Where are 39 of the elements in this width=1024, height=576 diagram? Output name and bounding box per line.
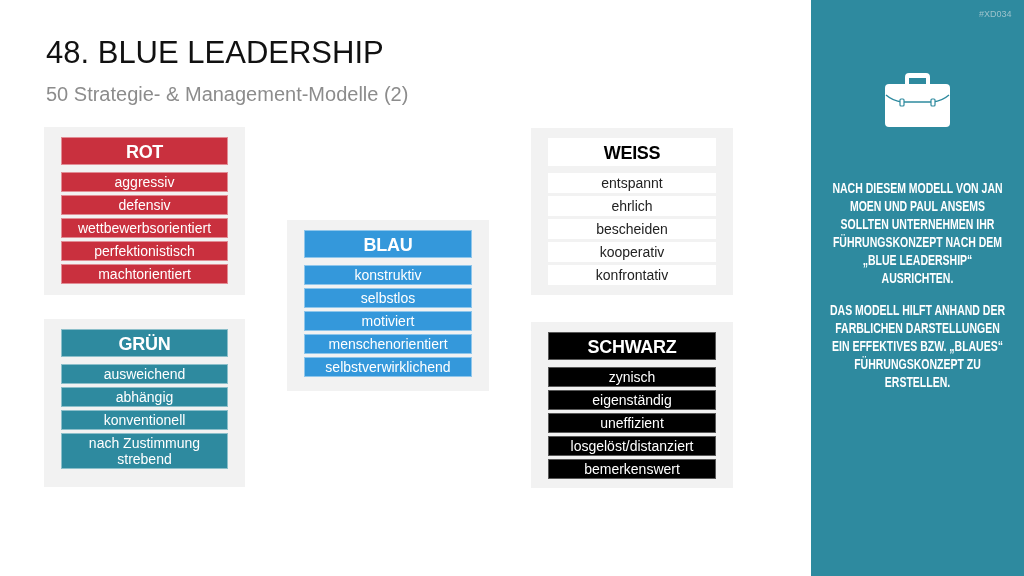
sidebar-panel xyxy=(811,0,1024,576)
heading-bar: BLAU xyxy=(304,230,472,258)
description-paragraph: DAS MODELL HILFT ANHAND DER FARBLICHEN DARSTELLUNGEN EIN EFFEKTIVES BZW. „BLAUES“ FÜHRUNGSKONZEPT ZU ERSTELLEN. xyxy=(829,301,1006,391)
slide-code: #XD034 xyxy=(979,9,1012,20)
trait-bar: motiviert xyxy=(304,311,472,331)
trait-bar: kooperativ xyxy=(548,242,716,262)
heading-bar: SCHWARZ xyxy=(548,332,716,360)
trait-bar: entspannt xyxy=(548,173,716,193)
trait-bar: konventionell xyxy=(61,410,228,430)
trait-bar: aggressiv xyxy=(61,172,228,192)
group-panel xyxy=(44,319,245,487)
slide-title: 48. BLUE LEADERSHIP xyxy=(46,35,384,71)
heading-bar: WEISS xyxy=(548,138,716,166)
trait-bar: ausweichend xyxy=(61,364,228,384)
trait-bar: ehrlich xyxy=(548,196,716,216)
trait-bar: selbstverwirklichend xyxy=(304,357,472,377)
trait-bar: eigenständig xyxy=(548,390,716,410)
trait-bar: zynisch xyxy=(548,367,716,387)
trait-bar: nach Zustimmung strebend xyxy=(61,433,228,469)
trait-bar: perfektionistisch xyxy=(61,241,228,261)
trait-bar: wettbewerbsorientiert xyxy=(61,218,228,238)
trait-bar: losgelöst/distanziert xyxy=(548,436,716,456)
trait-bar: bemerkenswert xyxy=(548,459,716,479)
group-panel xyxy=(287,220,489,391)
trait-bar: defensiv xyxy=(61,195,228,215)
slide-subtitle: 50 Strategie- & Management-Modelle (2) xyxy=(46,82,409,106)
heading-bar: ROT xyxy=(61,137,228,165)
trait-bar: abhängig xyxy=(61,387,228,407)
trait-bar: bescheiden xyxy=(548,219,716,239)
trait-bar: konstruktiv xyxy=(304,265,472,285)
trait-bar: selbstlos xyxy=(304,288,472,308)
description-paragraph: NACH DIESEM MODELL VON JAN MOEN UND PAUL ANSEMS SOLLTEN UNTERNEHMEN IHR FÜHRUNGSKONZEPT NACH DEM „BLUE LEADERSHIP“ AUSRICHTEN. xyxy=(831,179,1004,287)
group-panel xyxy=(531,322,733,488)
group-panel xyxy=(44,127,245,295)
trait-bar: menschenorientiert xyxy=(304,334,472,354)
heading-bar: GRÜN xyxy=(61,329,228,357)
trait-bar: machtorientiert xyxy=(61,264,228,284)
trait-bar: uneffizient xyxy=(548,413,716,433)
trait-bar: konfrontativ xyxy=(548,265,716,285)
